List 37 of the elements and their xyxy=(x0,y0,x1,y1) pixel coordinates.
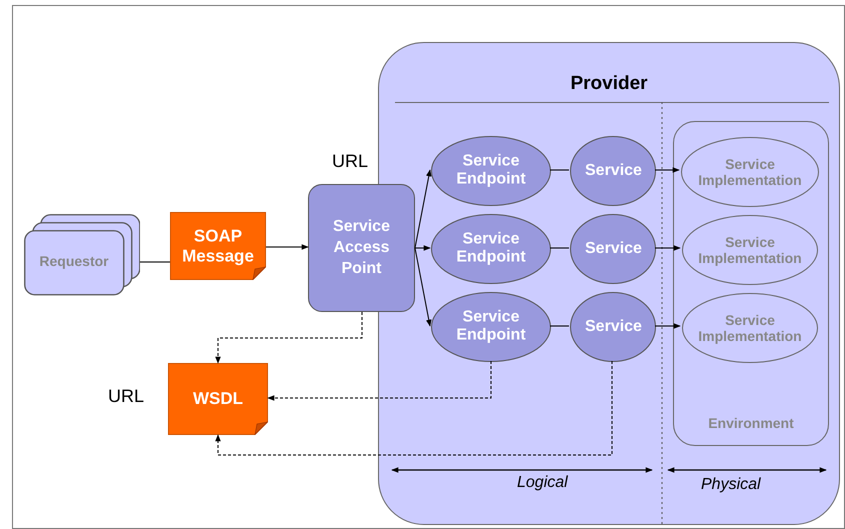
node-label: Service Access Point xyxy=(332,216,391,278)
document-shape xyxy=(170,212,266,280)
node-label: SOAP Message xyxy=(181,226,255,266)
node-label: Service Implementation xyxy=(697,234,803,266)
stacked-cards xyxy=(24,214,140,296)
container-title: Provider xyxy=(569,73,649,95)
dashed-arrow xyxy=(215,360,612,456)
node-label: Service xyxy=(584,162,643,180)
node-label: Service Endpoint xyxy=(455,230,527,268)
region-label: Physical xyxy=(701,476,761,494)
node-label: Service Implementation xyxy=(697,156,803,188)
node-label: WSDL xyxy=(192,389,244,409)
node-label: Service xyxy=(584,318,643,336)
arrow xyxy=(654,245,681,251)
arrow xyxy=(414,169,432,248)
dashed-arrow xyxy=(267,360,492,401)
implementation-ellipse xyxy=(681,137,819,207)
node-label: Environment xyxy=(707,414,795,431)
node-label: Service Endpoint xyxy=(455,152,527,190)
implementation-ellipse xyxy=(682,215,818,285)
access-point-box xyxy=(308,184,415,312)
region-label: Logical xyxy=(517,474,568,492)
environment-box xyxy=(673,121,829,446)
implementation-ellipse xyxy=(682,293,818,363)
arrow xyxy=(414,248,432,327)
arrow xyxy=(654,167,680,173)
node-label: Service xyxy=(584,240,643,258)
arrow xyxy=(266,244,309,250)
node-label: Service Endpoint xyxy=(455,308,527,346)
node-label: Service Implementation xyxy=(697,312,803,344)
url-label: URL xyxy=(332,151,368,172)
url-label: URL xyxy=(108,386,144,407)
arrow xyxy=(414,245,431,251)
document-shape xyxy=(168,363,268,435)
node-label: Requestor xyxy=(38,253,110,270)
arrow xyxy=(654,323,681,329)
dashed-arrow xyxy=(215,312,362,364)
